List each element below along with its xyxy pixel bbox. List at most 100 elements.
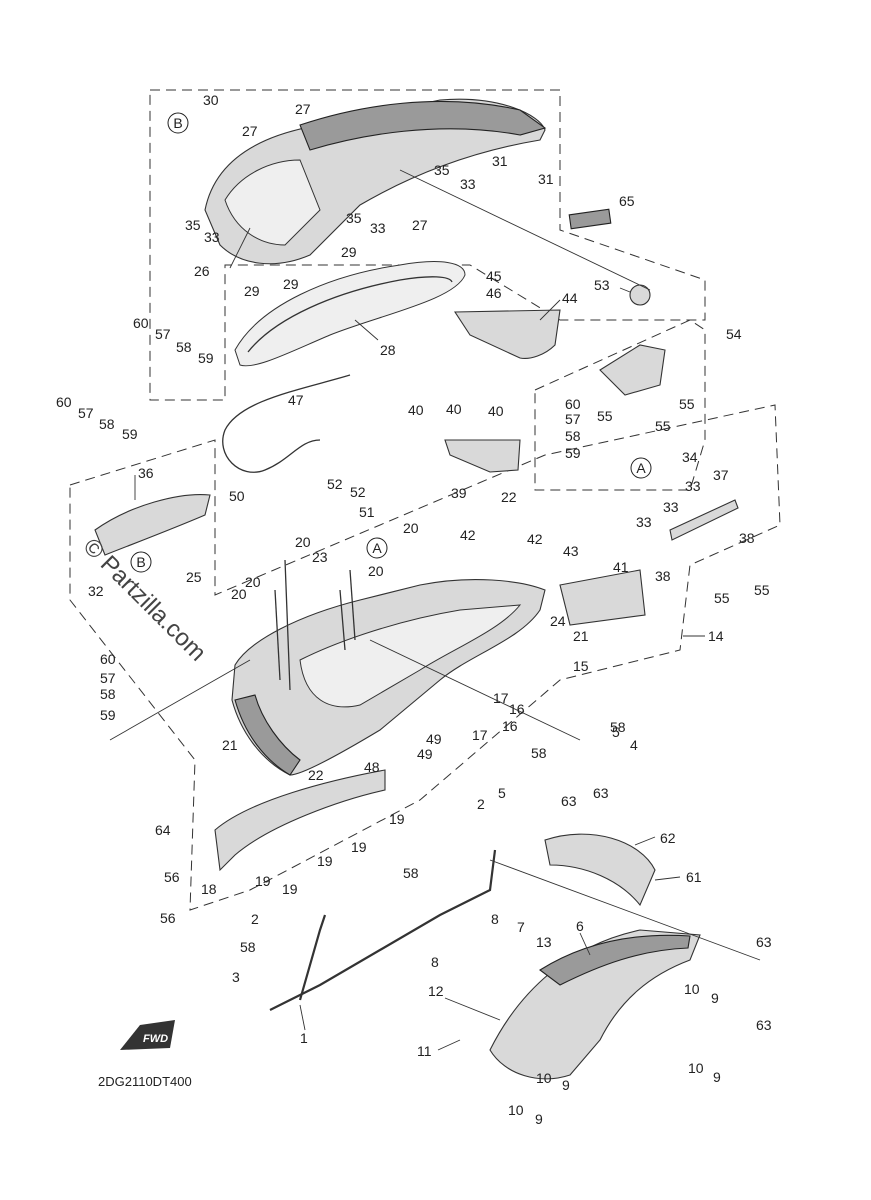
callout-50: 50 bbox=[229, 488, 245, 504]
callout-10: 10 bbox=[684, 981, 700, 997]
callout-65: 65 bbox=[619, 193, 635, 209]
callout-63: 63 bbox=[756, 934, 772, 950]
ref-marker-a-center bbox=[366, 537, 388, 559]
callout-52: 52 bbox=[327, 476, 343, 492]
callout-13: 13 bbox=[536, 934, 552, 950]
leader-62 bbox=[634, 836, 656, 846]
apron-right bbox=[559, 569, 646, 626]
callout-27: 27 bbox=[295, 101, 311, 117]
callout-54: 54 bbox=[726, 326, 742, 342]
callout-41: 41 bbox=[613, 559, 629, 575]
top-cowling-top-band bbox=[299, 100, 547, 151]
callout-25: 25 bbox=[186, 569, 202, 585]
leader-long-3 bbox=[489, 859, 761, 961]
callout-58: 58 bbox=[100, 686, 116, 702]
callout-9: 9 bbox=[713, 1069, 721, 1085]
callout-57: 57 bbox=[100, 670, 116, 686]
callout-61: 61 bbox=[686, 869, 702, 885]
callout-55: 55 bbox=[679, 396, 695, 412]
callout-39: 39 bbox=[451, 485, 467, 501]
callout-17: 17 bbox=[493, 690, 509, 706]
callout-55: 55 bbox=[714, 590, 730, 606]
callout-1: 1 bbox=[300, 1030, 308, 1046]
leader-long-2 bbox=[369, 639, 581, 741]
callout-4: 4 bbox=[630, 737, 638, 753]
callout-59: 59 bbox=[100, 707, 116, 723]
cover-panel bbox=[453, 309, 561, 359]
callout-56: 56 bbox=[160, 910, 176, 926]
lock-group-outline bbox=[534, 319, 706, 491]
callout-58: 58 bbox=[240, 939, 256, 955]
callout-55: 55 bbox=[754, 582, 770, 598]
ref-marker-b-left bbox=[130, 551, 152, 573]
callout-12: 12 bbox=[428, 983, 444, 999]
leader-61 bbox=[654, 876, 681, 881]
callout-31: 31 bbox=[492, 153, 508, 169]
leader-26 bbox=[229, 227, 251, 269]
callout-9: 9 bbox=[535, 1111, 543, 1127]
callout-19: 19 bbox=[282, 881, 298, 897]
callout-40: 40 bbox=[446, 401, 462, 417]
ref-marker-b-left-label: B bbox=[136, 554, 145, 570]
guide-rod-3 bbox=[339, 589, 346, 651]
leader-long-4 bbox=[399, 169, 651, 291]
callout-36: 36 bbox=[138, 465, 154, 481]
callout-14: 14 bbox=[708, 628, 724, 644]
lever-rod-branch bbox=[298, 914, 327, 1001]
callout-60: 60 bbox=[56, 394, 72, 410]
caution-label-plate bbox=[568, 208, 612, 230]
callout-47: 47 bbox=[288, 392, 304, 408]
callout-2: 2 bbox=[251, 911, 259, 927]
group-outlines bbox=[69, 89, 781, 911]
callout-45: 45 bbox=[486, 268, 502, 284]
leader-11 bbox=[437, 1039, 461, 1051]
ref-marker-a-center-label: A bbox=[372, 540, 382, 556]
callout-29: 29 bbox=[341, 244, 357, 260]
callout-3: 3 bbox=[232, 969, 240, 985]
lower-cowling-group-outline bbox=[69, 404, 781, 911]
callout-10: 10 bbox=[536, 1070, 552, 1086]
breather-hose bbox=[222, 374, 351, 473]
leader-1 bbox=[299, 1004, 306, 1031]
callout-59: 59 bbox=[122, 426, 138, 442]
callout-9: 9 bbox=[711, 990, 719, 1006]
callout-37: 37 bbox=[713, 467, 729, 483]
ref-marker-a-right bbox=[630, 457, 652, 479]
callout-38: 38 bbox=[739, 530, 755, 546]
guide-rod-1 bbox=[274, 589, 281, 681]
callout-58: 58 bbox=[176, 339, 192, 355]
leader-53 bbox=[619, 287, 631, 293]
callout-51: 51 bbox=[359, 504, 375, 520]
top-cowling bbox=[204, 98, 547, 265]
callout-58: 58 bbox=[99, 416, 115, 432]
callout-20: 20 bbox=[403, 520, 419, 536]
ref-marker-a-right-label: A bbox=[636, 460, 646, 476]
callout-19: 19 bbox=[255, 873, 271, 889]
callout-38: 38 bbox=[655, 568, 671, 584]
forward-arrow-icon: FWD bbox=[120, 1020, 175, 1050]
leader-12 bbox=[444, 997, 501, 1021]
callout-19: 19 bbox=[389, 811, 405, 827]
lower-cover bbox=[489, 929, 701, 1080]
callout-40: 40 bbox=[488, 403, 504, 419]
callout-59: 59 bbox=[198, 350, 214, 366]
callout-19: 19 bbox=[317, 853, 333, 869]
callout-10: 10 bbox=[508, 1102, 524, 1118]
cowling-seal-inner-edge bbox=[247, 276, 453, 353]
callout-16: 16 bbox=[509, 701, 525, 717]
callout-5: 5 bbox=[498, 785, 506, 801]
callout-6: 6 bbox=[576, 918, 584, 934]
callout-29: 29 bbox=[244, 283, 260, 299]
callout-27: 27 bbox=[412, 217, 428, 233]
callout-53: 53 bbox=[594, 277, 610, 293]
callout-63: 63 bbox=[593, 785, 609, 801]
callout-22: 22 bbox=[501, 489, 517, 505]
guide-rod-2 bbox=[284, 559, 291, 691]
callout-20: 20 bbox=[245, 574, 261, 590]
callout-23: 23 bbox=[312, 549, 328, 565]
lower-cover-top-band bbox=[539, 934, 691, 986]
top-cowling-group-outline bbox=[149, 89, 706, 401]
callout-16: 16 bbox=[502, 718, 518, 734]
callout-19: 19 bbox=[351, 839, 367, 855]
callout-10: 10 bbox=[688, 1060, 704, 1076]
